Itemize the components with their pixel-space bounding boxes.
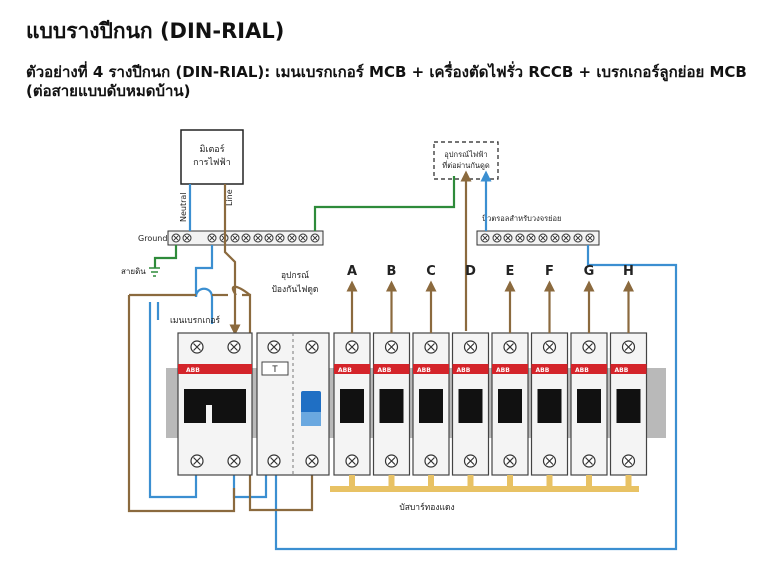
branch-breaker-b: ABB [372,332,411,476]
brand-label: ABB [186,367,200,374]
busbar-tooth [467,475,474,487]
terminal-screw [345,454,359,468]
branch-breaker-f: ABB [530,332,569,476]
terminal-screw [384,454,399,468]
breaker-row: ABB T [177,332,330,476]
ground-label: Ground [138,234,167,243]
line-wires [127,170,472,513]
neutral-bar-label: นิวตรอลสำหรับวงจรย่อย [482,214,562,223]
breaker-toggle [616,389,641,423]
circuit-label-a: A [347,264,357,279]
busbar-tooth [388,475,395,487]
brand-label: ABB [378,367,392,374]
protected-device-label-2: ที่ต่อผ่านกันดูด [442,160,490,170]
branch-breaker-a: ABB [333,332,371,476]
busbar-label: บัสบาร์ทองแดง [399,502,454,513]
main-breaker: ABB [177,332,253,476]
breaker-toggle [379,389,404,423]
branch-breakers: ABB A ABB B ABB C ABB D ABB E ABB F ABB G ABB H [333,264,648,476]
rccb: T [256,332,330,476]
neutral-label: Neutral [179,192,188,222]
brand-label: ABB [615,367,629,374]
brand-label: ABB [417,367,431,374]
branch-breaker-h: ABB [609,332,648,476]
page-subtitle: ตัวอย่างที่ 4 รางปีกนก (DIN-RIAL): เมนเบ… [26,63,747,100]
brand-label: ABB [536,367,550,374]
circuit-label-e: E [506,264,515,279]
circuit-label-c: C [426,264,436,279]
breaker-toggle [458,389,483,423]
branch-breaker-d: ABB [451,332,490,476]
branch-breaker-c: ABB [412,332,450,476]
terminal-screw [582,340,596,354]
terminal-screw [463,340,478,354]
terminal-screw [503,454,517,468]
earth-label: สายดิน [121,267,146,276]
terminal-screw [384,340,399,354]
breaker-toggle [537,389,562,423]
branch-breaker-e: ABB [491,332,529,476]
terminal-screw [582,454,596,468]
ground-wires [153,176,456,268]
busbar-tooth [625,475,632,487]
terminal-screw [345,340,359,354]
rccb-test-button: T [271,365,278,375]
brand-label: ABB [338,367,352,374]
terminal-screw [503,340,517,354]
meter-label-1: มิเตอร์ [199,143,224,155]
brand-label: ABB [457,367,471,374]
terminal-screw [621,454,636,468]
breaker-toggle [419,389,443,423]
circuit-label-f: F [545,264,554,279]
meter-label-2: การไฟฟ้า [193,157,231,168]
terminal-screw [542,340,557,354]
brand-label: ABB [575,367,589,374]
circuit-label-h: H [623,264,634,279]
rccb-label-2: ป้องกันไฟดูด [272,284,319,295]
busbar-tooth [546,475,553,487]
brand-label: ABB [496,367,510,374]
breaker-toggle [340,389,364,423]
rccb-label-1: อุปกรณ์ [281,270,309,281]
earth-symbol [149,267,160,277]
branch-breaker-g: ABB [570,332,608,476]
circuit-label-d: D [465,264,476,279]
ground-terminal-strip [167,230,324,246]
busbar-tooth [349,475,355,487]
protected-device-box: อุปกรณ์ไฟฟ้า ที่ต่อผ่านกันดูด [433,141,499,180]
busbar-tooth [586,475,592,487]
breaker-toggle [577,389,601,423]
line-label: Line [225,189,234,206]
neutral-wires [148,170,678,551]
terminal-screw [542,454,557,468]
terminal-screw [463,454,478,468]
busbar-tooth [428,475,434,487]
main-breaker-label: เมนเบรกเกอร์ [170,315,220,326]
terminal-screw [621,340,636,354]
terminal-screw [424,340,438,354]
electric-meter: มิเตอร์ การไฟฟ้า [180,129,244,185]
breaker-toggle [498,389,522,423]
page-title: แบบรางปีกนก (DIN-RIAL) [26,19,285,43]
protected-device-label-1: อุปกรณ์ไฟฟ้า [444,150,487,159]
busbar-tooth [507,475,513,487]
neutral-terminal-strip [476,230,600,246]
circuit-label-b: B [387,264,397,279]
terminal-screw [424,454,438,468]
circuit-label-g: G [584,264,595,279]
copper-busbar [330,475,639,492]
